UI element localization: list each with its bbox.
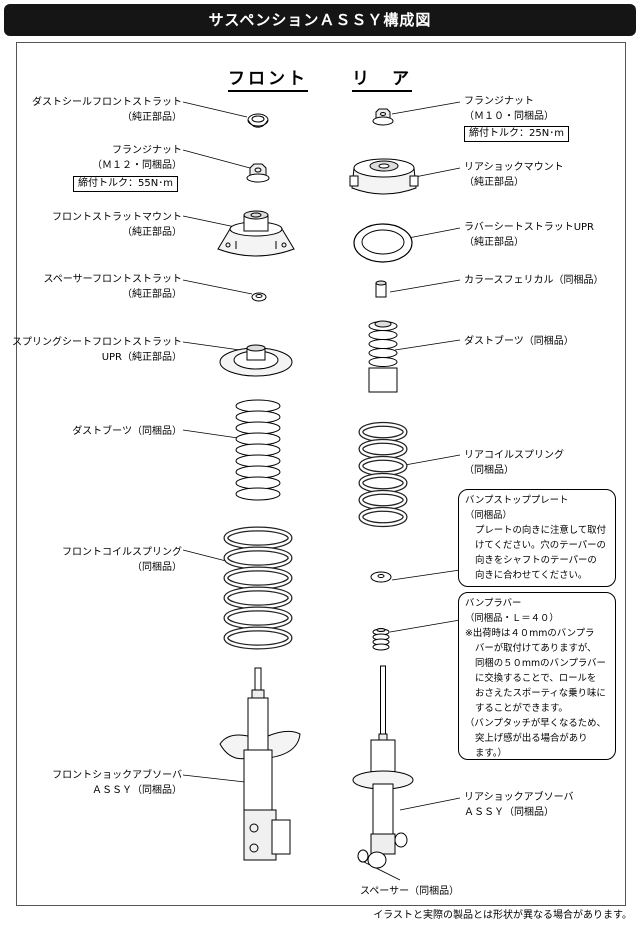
bump-stop-plate [370,571,392,583]
front-dust-boot [235,399,281,501]
rear-flange-nut [372,108,394,126]
front-flange-nut [246,163,270,183]
label-rear-collar: カラースフェリカル（同梱品） [464,275,604,286]
rear-dust-boot [368,320,398,393]
label-rear-dust-boot: ダストブーツ（同梱品） [464,336,574,347]
rear-torque-spec: 締付トルク：25N･m [464,126,569,142]
rear-collar [375,280,387,298]
label-front-dust-boot: ダストブーツ（同梱品） [72,426,182,437]
front-shock-absorber [219,667,301,861]
front-torque-spec: 締付トルク：55N･m [73,176,178,192]
label-rear-flange-nut: フランジナット（Ｍ１０・同梱品） [464,96,554,122]
front-spring-seat [219,344,293,377]
label-front-spacer: スペーサーフロントストラット（純正部品） [43,274,183,300]
bump-rubber [372,628,390,651]
label-front-flange-nut: フランジナット（Ｍ１２・同梱品） [92,145,182,171]
label-rear-coil-spring: リアコイルスプリング（同梱品） [464,450,564,476]
rear-leader-lines [359,101,461,881]
rear-shock-mount [349,158,419,195]
label-front-coil-spring: フロントコイルスプリング（同梱品） [62,547,182,573]
diagram-frame [16,42,626,906]
front-spacer [251,292,267,302]
note-bump-rubber: バンプラバー （同梱品・Ｌ＝４０） ※出荷時は４０mmのバンプラ バーが取付けて… [458,592,616,760]
label-rear-spacer: スペーサー（同梱品） [360,886,460,897]
label-rear-shock-mount: リアショックマウント（純正部品） [464,162,564,188]
disclaimer: イラストと実際の製品とは形状が異なる場合があります。 [373,910,632,921]
diagram-title: サスペンションＡＳＳＹ構成図 [4,4,636,36]
front-strut-mount [217,210,295,257]
label-front-dust-seal: ダストシールフロントストラット（純正部品） [32,97,182,123]
rear-shock-absorber [352,665,414,869]
rear-coil-spring [358,421,408,528]
rear-column-heading: リ ア [352,64,412,92]
note-bump-stop-plate: バンプストッププレート （同梱品） プレートの向きに注意して取付 けてください。… [458,489,616,587]
label-front-strut-mount: フロントストラットマウント（純正部品） [52,212,182,238]
front-dust-seal [247,113,269,128]
front-leader-lines [182,101,253,783]
front-coil-spring [223,526,293,650]
label-rear-rubber-seat: ラバーシートストラットUPR（純正部品） [464,222,594,248]
rear-rubber-seat [353,223,413,263]
front-column-heading: フロント [228,64,308,92]
